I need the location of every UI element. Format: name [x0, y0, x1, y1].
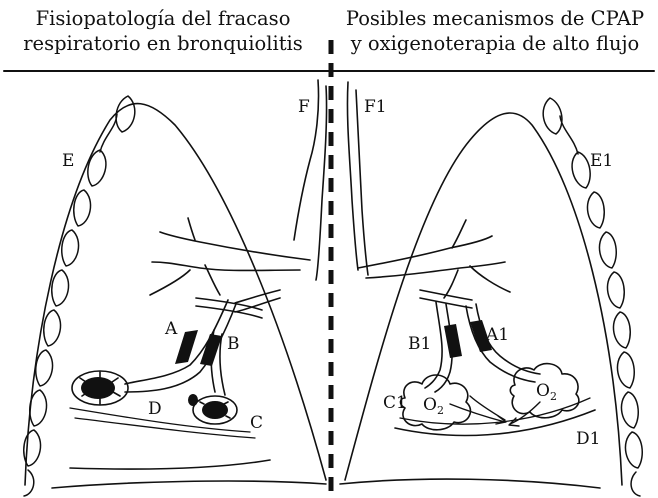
label-e1: E1 — [590, 151, 613, 171]
label-d1: D1 — [576, 429, 600, 449]
label-b1: B1 — [408, 334, 431, 354]
support-b1 — [444, 324, 462, 358]
oxygen-label-d1: O2 — [536, 381, 557, 403]
label-a: A — [164, 319, 178, 339]
oxygen-label-c1: O2 — [423, 395, 444, 417]
alveolus-d — [72, 371, 128, 405]
label-b: B — [227, 334, 240, 354]
left-diaphragm — [52, 481, 326, 488]
left-bronchus-upper — [235, 290, 280, 303]
label-a1: A1 — [485, 325, 509, 345]
right-bronchus-upper — [420, 290, 472, 300]
left-airways — [125, 80, 327, 395]
label-f1: F1 — [364, 97, 387, 117]
right-airways — [347, 82, 540, 392]
label-d: D — [148, 399, 162, 419]
left-diaphragm-inner — [70, 460, 270, 469]
label-c1: C1 — [383, 393, 407, 413]
left-chest-wall — [24, 96, 135, 496]
right-diaphragm — [340, 479, 600, 488]
label-e: E — [62, 151, 74, 171]
label-f: F — [298, 97, 310, 117]
label-c: C — [250, 413, 263, 433]
alveolus-c — [188, 394, 237, 424]
